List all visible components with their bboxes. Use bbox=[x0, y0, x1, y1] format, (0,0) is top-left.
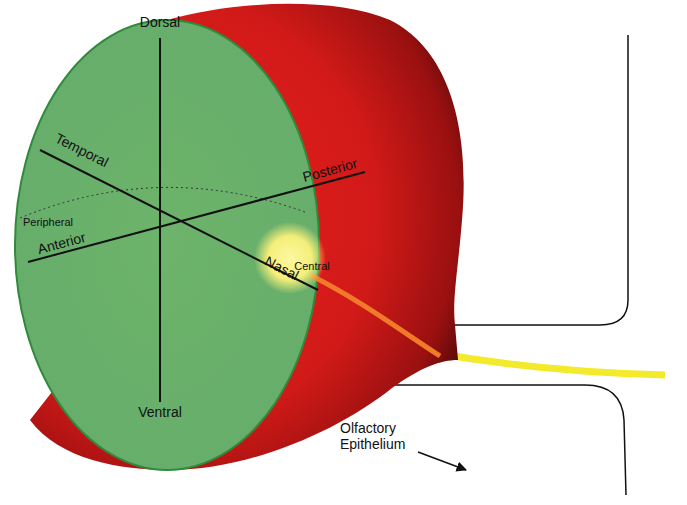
nerve-path bbox=[310, 275, 440, 356]
cavity-outline bbox=[385, 385, 626, 495]
temporal-nasal-axis bbox=[40, 150, 318, 290]
central-area bbox=[254, 222, 326, 294]
leader-arrow bbox=[418, 452, 466, 470]
cavity-outline bbox=[455, 35, 628, 325]
axis-label: Ventral bbox=[138, 404, 182, 420]
axis-label: Dorsal bbox=[140, 14, 180, 30]
dorsal-ventral-axis bbox=[159, 38, 161, 402]
region-label: Peripheral bbox=[23, 216, 73, 229]
callout-label: Olfactory Epithelium bbox=[340, 420, 450, 452]
anterior-posterior-axis bbox=[28, 172, 365, 262]
optic-nerve bbox=[430, 352, 665, 375]
peripheral-arc bbox=[20, 187, 305, 218]
